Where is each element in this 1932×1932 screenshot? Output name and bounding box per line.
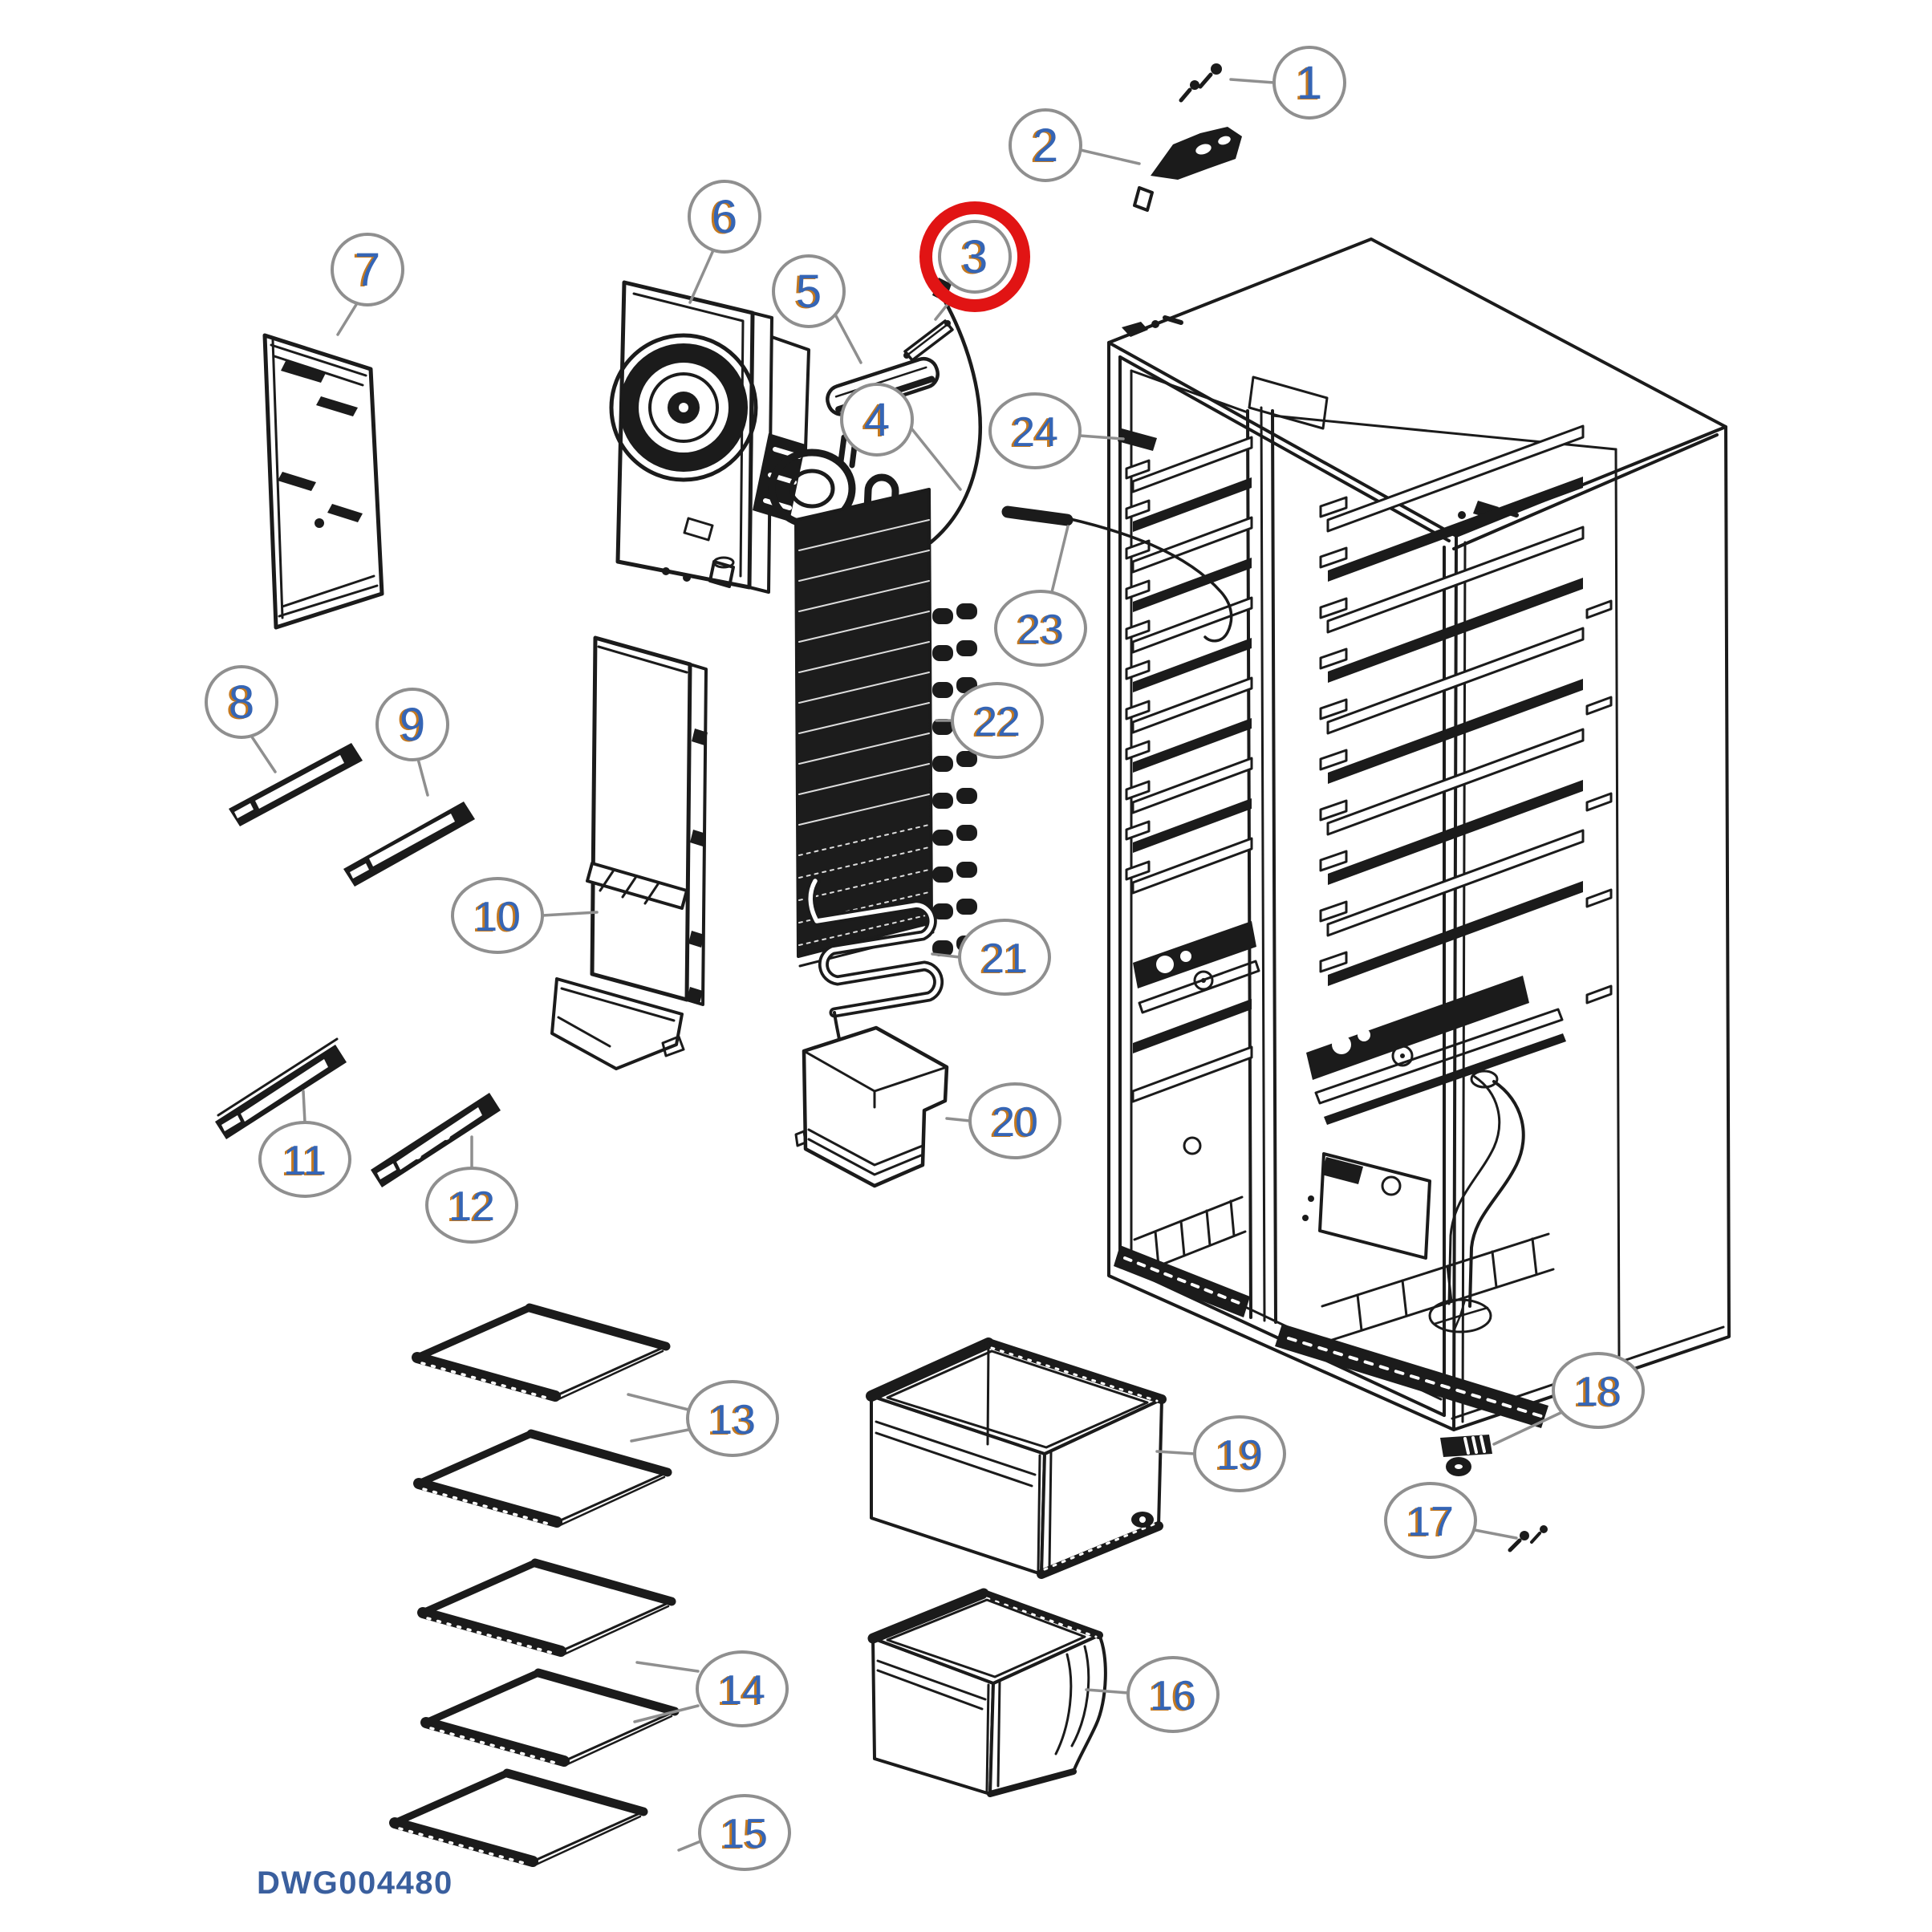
part-7-access-panel (262, 333, 384, 630)
part-8-drawer-slide-rail (229, 743, 363, 826)
svg-text:1: 1 (1294, 58, 1320, 110)
part-24-switch-clip (1118, 428, 1157, 451)
callout-12[interactable]: 12 12 (425, 1135, 518, 1244)
svg-text:3: 3 (962, 231, 988, 283)
glass-shelf (423, 1563, 672, 1654)
callout-5[interactable]: 5 5 (772, 254, 862, 364)
svg-text:10: 10 (472, 895, 518, 941)
svg-text:22: 22 (972, 700, 1018, 746)
svg-text:4: 4 (864, 394, 890, 446)
part-11-drawer-slide-rail (215, 1037, 347, 1139)
callout-11[interactable]: 11 11 (258, 1090, 351, 1198)
callout-8[interactable]: 8 8 (205, 665, 278, 773)
callout-3-highlighted[interactable]: 3 3 (919, 201, 1030, 321)
svg-text:23: 23 (1015, 607, 1061, 654)
callout-16[interactable]: 16 16 (1085, 1656, 1220, 1733)
svg-text:9: 9 (397, 700, 423, 752)
svg-text:20: 20 (989, 1100, 1036, 1147)
part-2-top-hinge-assembly (1133, 127, 1242, 212)
callout-21[interactable]: 21 21 (931, 919, 1051, 996)
svg-text:2: 2 (1030, 120, 1056, 172)
svg-text:5: 5 (796, 266, 822, 318)
glass-shelf (419, 1434, 668, 1525)
callout-2[interactable]: 2 2 (1009, 108, 1141, 182)
svg-text:15: 15 (719, 1812, 765, 1858)
svg-text:6: 6 (709, 192, 735, 244)
svg-text:9: 9 (400, 699, 425, 751)
svg-text:10: 10 (474, 894, 521, 940)
part-23-defrost-sensor (1001, 505, 1233, 643)
svg-text:7: 7 (352, 245, 378, 297)
svg-text:6: 6 (712, 191, 737, 243)
svg-text:19: 19 (1216, 1432, 1263, 1479)
part-3-shim-strip (903, 319, 954, 362)
svg-text:12: 12 (448, 1183, 495, 1230)
svg-text:2: 2 (1033, 120, 1058, 172)
svg-text:8: 8 (229, 676, 254, 729)
glass-shelf (417, 1308, 666, 1399)
callout-4[interactable]: 4 4 (840, 383, 962, 491)
drawing-number: DWG004480 (257, 1865, 453, 1901)
part-17-screws (1508, 1525, 1548, 1552)
svg-text:16: 16 (1147, 1674, 1194, 1720)
svg-text:12: 12 (446, 1184, 493, 1231)
highlight-ring (919, 201, 1030, 312)
callout-19[interactable]: 19 19 (1155, 1415, 1286, 1492)
shelf-stack (395, 1308, 675, 1865)
glass-shelf (426, 1673, 675, 1764)
callout-20[interactable]: 20 20 (945, 1082, 1061, 1159)
svg-text:13: 13 (709, 1397, 756, 1443)
callout-18[interactable]: 18 18 (1492, 1352, 1645, 1446)
callout-17[interactable]: 17 17 (1384, 1482, 1518, 1559)
callout-1[interactable]: 1 1 (1229, 46, 1346, 120)
svg-text:14: 14 (719, 1667, 765, 1714)
svg-text:15: 15 (721, 1811, 768, 1857)
svg-text:5: 5 (794, 266, 819, 319)
callout-13[interactable]: 13 13 (627, 1380, 779, 1457)
svg-text:24: 24 (1009, 410, 1056, 457)
svg-text:16: 16 (1150, 1673, 1196, 1719)
callout-23[interactable]: 23 23 (994, 525, 1087, 667)
callout-14[interactable]: 14 14 (633, 1650, 789, 1727)
svg-text:14: 14 (716, 1668, 763, 1715)
svg-text:13: 13 (707, 1398, 753, 1444)
callout-6[interactable]: 6 6 (688, 180, 761, 304)
svg-text:4: 4 (862, 395, 887, 447)
svg-text:19: 19 (1214, 1433, 1260, 1479)
part-9-drawer-slide-rail (343, 802, 475, 887)
svg-text:21: 21 (979, 936, 1025, 983)
refrigerator-cabinet (1107, 237, 1731, 1431)
svg-text:17: 17 (1405, 1500, 1451, 1546)
svg-text:22: 22 (974, 699, 1021, 745)
svg-text:17: 17 (1407, 1499, 1454, 1545)
svg-text:18: 18 (1575, 1369, 1622, 1415)
svg-text:11: 11 (281, 1138, 324, 1185)
callout-7[interactable]: 7 7 (331, 233, 404, 336)
svg-text:7: 7 (355, 244, 380, 296)
svg-text:18: 18 (1573, 1370, 1619, 1416)
callout-10[interactable]: 10 10 (451, 877, 599, 954)
callout-24[interactable]: 24 24 (988, 392, 1125, 469)
part-19-freezer-basket-upper (866, 1337, 1167, 1579)
callout-15[interactable]: 15 15 (677, 1794, 791, 1871)
svg-text:1: 1 (1297, 57, 1322, 109)
callout-22[interactable]: 22 22 (935, 682, 1044, 759)
svg-text:23: 23 (1017, 607, 1064, 653)
glass-shelf (395, 1773, 643, 1865)
part-16-freezer-basket-lower (867, 1588, 1107, 1797)
svg-text:24: 24 (1012, 409, 1058, 456)
part-1-hinge-screws (1179, 63, 1222, 103)
svg-text:20: 20 (992, 1099, 1038, 1146)
callout-9[interactable]: 9 9 (375, 688, 449, 797)
svg-text:21: 21 (981, 936, 1028, 982)
part-20-drain-pan (794, 1025, 949, 1188)
svg-text:11: 11 (283, 1138, 327, 1184)
part-6-evaporator-fan-assembly (609, 280, 810, 594)
part-10-evaporator-cover-panel (550, 635, 708, 1070)
part-12-drawer-slide-rail (371, 1093, 501, 1187)
part-22-evaporator (768, 434, 977, 968)
svg-text:3: 3 (960, 232, 985, 284)
part-18-roller-bracket (1440, 1435, 1492, 1476)
svg-text:8: 8 (226, 677, 252, 729)
